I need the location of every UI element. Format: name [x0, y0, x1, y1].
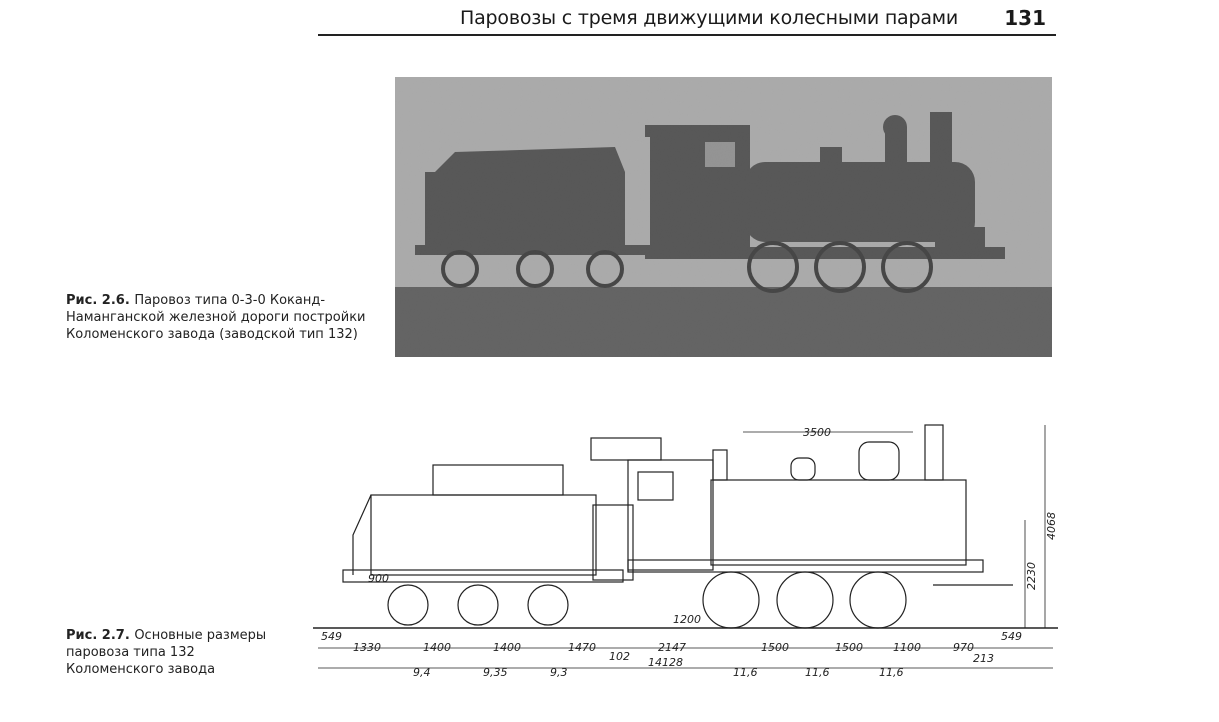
dimension-drawing: 3500 4068 2230 900 1200 549 1330 1400 14… — [313, 410, 1058, 685]
axle-load: 11,6 — [805, 666, 830, 679]
axle-load: 9,35 — [483, 666, 508, 679]
figure-2-label: Рис. 2.7. — [66, 628, 130, 643]
dim-total-height: 4068 — [1045, 512, 1058, 540]
dim-bottom: 1330 — [353, 641, 381, 654]
dim-top-length: 3500 — [803, 426, 831, 439]
dim-bottom: 1100 — [893, 641, 921, 654]
dim-bottom: 1400 — [493, 641, 521, 654]
axle-load: 11,6 — [733, 666, 758, 679]
dim-bottom: 1400 — [423, 641, 451, 654]
page-number: 131 — [1004, 6, 1046, 30]
dim-bottom: 549 — [321, 630, 342, 643]
dim-boiler-height: 2230 — [1025, 562, 1038, 590]
axle-load: 11,6 — [879, 666, 904, 679]
axle-load: 9,3 — [550, 666, 568, 679]
dim-bottom: 1500 — [761, 641, 789, 654]
dim-total-length: 14128 — [648, 656, 683, 669]
dim-bottom: 102 — [609, 650, 630, 663]
axle-load: 9,4 — [413, 666, 431, 679]
dim-bottom: 549 — [1001, 630, 1022, 643]
figure-1-text: Паровоз типа 0-3-0 Коканд-Наманганской ж… — [66, 293, 366, 342]
dim-bottom: 213 — [973, 652, 994, 665]
running-title: Паровозы с тремя движущими колесными пар… — [460, 7, 959, 29]
dim-tender-wheel: 900 — [368, 572, 389, 585]
dim-bottom: 970 — [953, 641, 974, 654]
figure-1-caption: Рис. 2.6. Паровоз типа 0-3-0 Коканд-Нама… — [66, 292, 366, 343]
locomotive-photo — [395, 77, 1052, 357]
figure-1-label: Рис. 2.6. — [66, 293, 130, 308]
figure-2-caption: Рис. 2.7. Основные размеры паровоза типа… — [66, 627, 276, 678]
page-header: Паровозы с тремя движущими колесными пар… — [318, 4, 1056, 36]
dim-driving-wheel: 1200 — [673, 613, 701, 626]
dim-bottom: 2147 — [658, 641, 686, 654]
dim-bottom: 1470 — [568, 641, 596, 654]
dim-bottom: 1500 — [835, 641, 863, 654]
figure-2-text: Основные размеры паровоза типа 132 Колом… — [66, 628, 267, 677]
